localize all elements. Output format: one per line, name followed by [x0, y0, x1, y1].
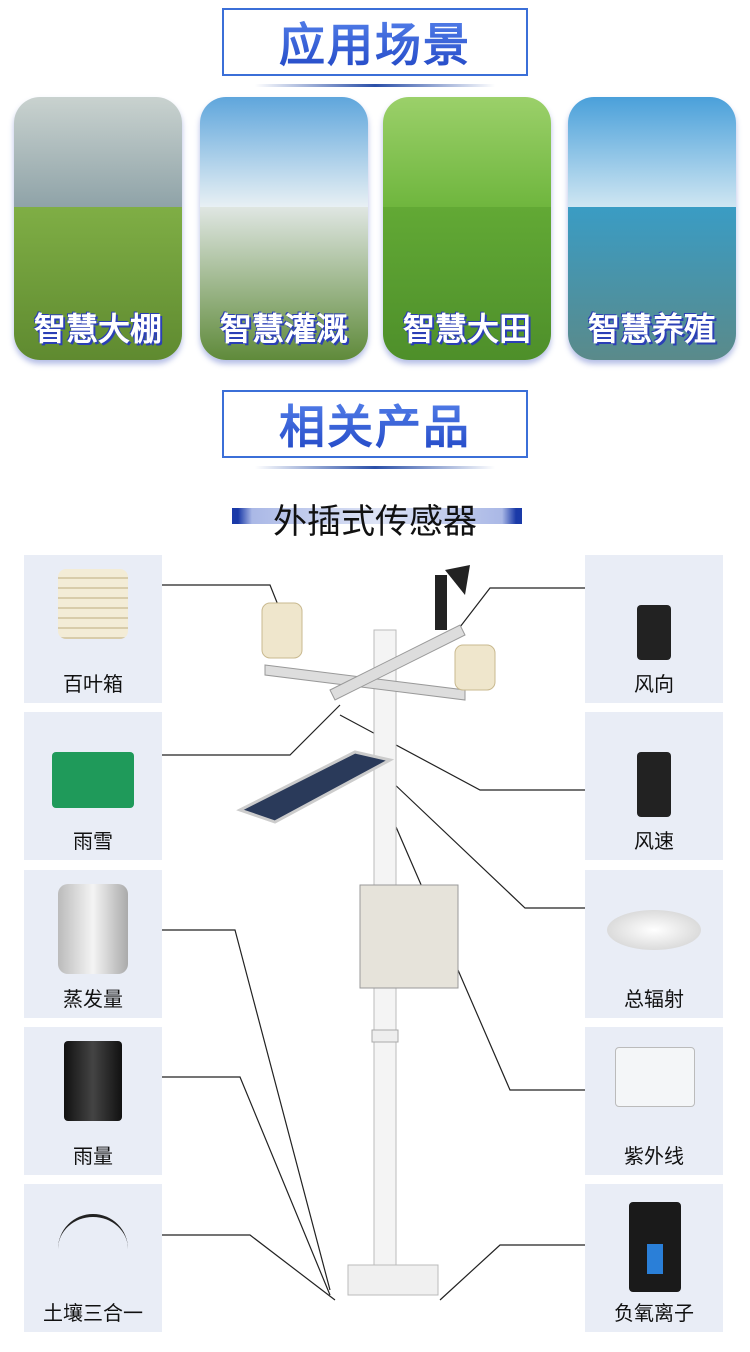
product-label: 土壤三合一	[43, 1301, 143, 1325]
product-rain-gauge[interactable]: 雨量	[24, 1027, 162, 1175]
product-wind-direction[interactable]: 风向	[585, 555, 723, 703]
product-label: 风速	[634, 829, 674, 853]
product-label: 风向	[634, 672, 674, 696]
product-total-radiation[interactable]: 总辐射	[585, 870, 723, 1018]
product-thermo-shelter[interactable]: 百叶箱	[24, 555, 162, 703]
scene-card-irrigation: 智慧灌溉	[200, 97, 368, 360]
product-wind-speed[interactable]: 风速	[585, 712, 723, 860]
product-label: 百叶箱	[63, 672, 123, 696]
scene-label: 智慧灌溉	[219, 310, 348, 348]
product-negative-oxygen-ion[interactable]: 负氧离子	[585, 1184, 723, 1332]
product-soil-3in1[interactable]: 土壤三合一	[24, 1184, 162, 1332]
product-label: 负氧离子	[614, 1301, 694, 1325]
scenes-title: 应用场景	[222, 8, 528, 76]
subtitle: 外插式传感器	[0, 494, 750, 543]
scenes-title-text: 应用场景	[279, 9, 471, 75]
scene-label: 智慧大田	[402, 310, 531, 348]
product-label: 总辐射	[624, 987, 684, 1011]
product-label: 紫外线	[624, 1144, 684, 1168]
divider	[255, 84, 495, 87]
products-title: 相关产品	[222, 390, 528, 458]
product-label: 雨雪	[73, 829, 113, 853]
product-evaporation[interactable]: 蒸发量	[24, 870, 162, 1018]
product-label: 雨量	[73, 1144, 113, 1168]
scene-label: 智慧大棚	[33, 310, 162, 348]
scene-card-greenhouse: 智慧大棚	[14, 97, 182, 360]
product-ultraviolet[interactable]: 紫外线	[585, 1027, 723, 1175]
scene-label: 智慧养殖	[587, 310, 716, 348]
subtitle-text: 外插式传感器	[273, 502, 477, 542]
products-title-text: 相关产品	[279, 391, 471, 457]
scene-card-aquaculture: 智慧养殖	[568, 97, 736, 360]
product-label: 蒸发量	[63, 987, 123, 1011]
divider	[255, 466, 495, 469]
scene-card-field: 智慧大田	[383, 97, 551, 360]
product-rain-snow[interactable]: 雨雪	[24, 712, 162, 860]
